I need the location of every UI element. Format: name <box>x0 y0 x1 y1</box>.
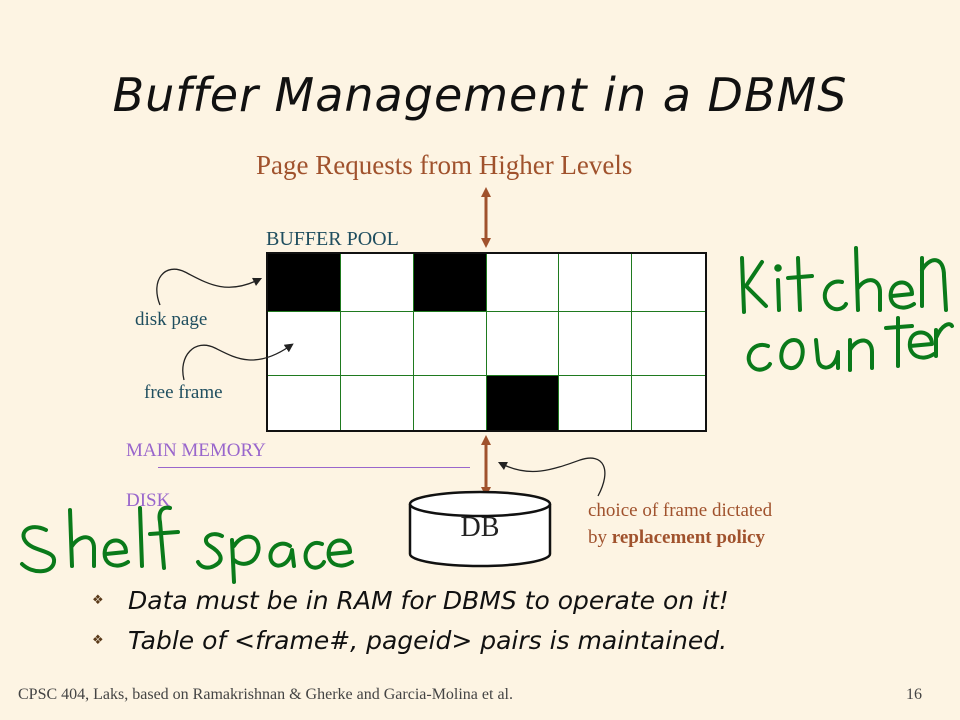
buffer-frame-free <box>340 254 414 312</box>
buffer-frame-free <box>268 312 341 376</box>
bullet-text: Data must be in RAM for DBMS to operate … <box>128 585 729 615</box>
policy-pointer <box>497 457 606 497</box>
db-label: DB <box>460 512 500 543</box>
replacement-policy-caption: choice of frame dictated by replacement … <box>588 497 772 551</box>
bullet-list: ❖ Data must be in RAM for DBMS to operat… <box>92 580 729 660</box>
disk-page-label: disk page <box>135 309 208 330</box>
buffer-frame-free <box>414 376 487 430</box>
buffer-frame-free <box>559 312 633 376</box>
buffer-frame-free <box>268 376 341 430</box>
main-memory-label: MAIN MEMORY <box>126 440 266 461</box>
footer-credit: CPSC 404, Laks, based on Ramakrishnan & … <box>18 686 513 703</box>
buffer-frame-free <box>486 312 560 376</box>
page-requests-label: Page Requests from Higher Levels <box>256 150 633 180</box>
bullet-item: ❖ Table of <frame#, pageid> pairs is mai… <box>92 620 729 660</box>
buffer-frame-free <box>486 254 560 312</box>
disk-page-pointer <box>156 268 263 306</box>
buffer-frame-free <box>632 312 705 376</box>
policy-prefix: by <box>588 527 612 548</box>
replacement-policy-term: replacement policy <box>611 527 765 548</box>
buffer-pool-grid <box>266 252 707 432</box>
bullet-text: Table of <frame#, pageid> pairs is maint… <box>128 625 728 655</box>
buffer-frame-free <box>559 254 633 312</box>
handwritten-kitchen-counter <box>740 246 954 372</box>
handwritten-shelf-space <box>20 505 354 584</box>
policy-line-1: choice of frame dictated <box>588 500 773 521</box>
buffer-frame-free <box>632 254 705 312</box>
buffer-frame-occupied <box>413 254 487 312</box>
disk-label: DISK <box>126 490 171 511</box>
page-number: 16 <box>906 686 922 703</box>
free-frame-pointer <box>182 343 294 381</box>
diamond-bullet-icon: ❖ <box>92 632 104 648</box>
diamond-bullet-icon: ❖ <box>92 592 104 608</box>
buffer-frame-occupied <box>486 376 560 430</box>
memory-disk-divider <box>158 467 470 468</box>
buffer-frame-free <box>559 376 633 430</box>
free-frame-label: free frame <box>144 382 223 403</box>
buffer-frame-occupied <box>268 254 341 312</box>
bullet-item: ❖ Data must be in RAM for DBMS to operat… <box>92 580 729 620</box>
buffer-frame-free <box>341 376 414 430</box>
buffer-pool-label: BUFFER POOL <box>266 228 399 250</box>
policy-line-2: by replacement policy <box>588 524 772 551</box>
slide-title: Buffer Management in a DBMS <box>112 68 848 122</box>
buffer-frame-free <box>340 312 414 376</box>
buffer-frame-free <box>413 312 487 376</box>
db-cylinder <box>408 490 552 568</box>
